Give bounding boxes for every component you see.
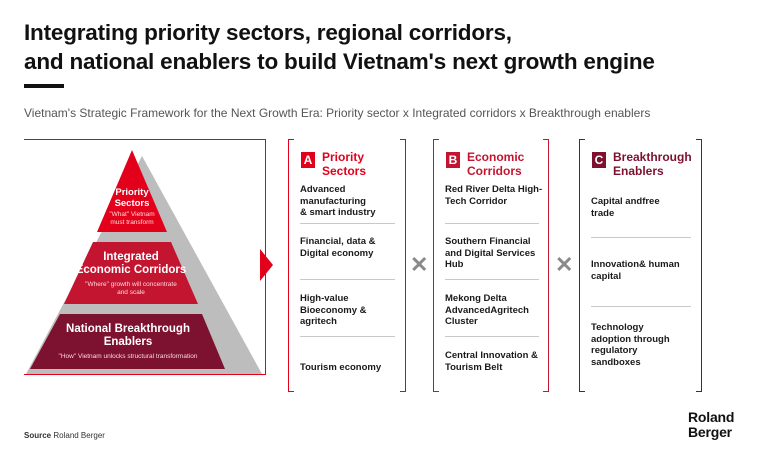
pyramid-top-note-2: must transform [110,219,154,226]
pyramid-top-title-2: Sectors [114,198,150,209]
pyramid-middle-label: Integrated Economic Corridors "Where" gr… [66,251,196,297]
pyramid-top-title-1: Priority [115,187,149,198]
column-economic-corridors: B Economic Corridors Red River Delta Hig… [433,139,549,392]
pyramid-top-note-1: "What" Vietnam [109,211,155,218]
badge-c: C [592,152,606,168]
column-c-heading-2: Enablers [613,163,664,178]
divider [445,279,539,280]
column-b-heading-2: Corridors [467,163,522,178]
pyramid-arrow [260,249,273,281]
pyramid-top-label: Priority Sectors "What" Vietnam must tra… [100,187,164,227]
title-line-2: and national enablers to build Vietnam's… [24,49,655,74]
list-item: Central Innovation &Tourism Belt [445,350,538,373]
pyramid-middle-title-2: Economic Corridors [75,264,187,276]
roland-berger-logo: Roland Berger [688,409,735,440]
divider [591,237,691,238]
pyramid-bottom-label: National Breakthrough Enablers "How" Vie… [32,323,224,361]
pyramid-bottom-title-1: National Breakthrough [66,323,190,335]
source-note: Source Roland Berger [24,431,105,440]
pyramid-tier-middle [64,242,198,304]
list-item: Red River Delta High-Tech Corridor [445,184,543,207]
subtitle: Vietnam's Strategic Framework for the Ne… [24,106,651,120]
title-line-1: Integrating priority sectors, regional c… [24,20,512,45]
divider [445,336,539,337]
badge-b: B [446,152,460,168]
divider [300,223,395,224]
title-rule [24,84,64,88]
times-icon: ✕ [555,252,574,277]
pyramid-middle-note-1: "Where" growth will concentrate [85,281,177,288]
column-b-heading-1: Economic [467,150,525,164]
column-c-heading-1: Breakthrough [613,150,692,164]
divider [300,336,395,337]
source-label: Source [24,431,52,440]
column-a-heading-2: Sectors [322,163,367,178]
divider [300,279,395,280]
pyramid-middle-title-1: Integrated [103,251,159,263]
list-item: Tourism economy [300,362,382,373]
source-text: Roland Berger [53,431,105,440]
divider [445,223,539,224]
column-a-heading-1: Priority [322,150,365,164]
list-item: Financial, data &Digital economy [300,236,376,259]
pyramid-tier-top [97,150,167,232]
pyramid-middle-note-2: and scale [117,289,145,296]
divider [591,306,691,307]
page-title: Integrating priority sectors, regional c… [24,18,744,76]
times-icon: ✕ [410,252,429,277]
pyramid-bottom-note-1: "How" Vietnam unlocks structural transfo… [58,353,198,360]
pyramid-tier-bottom [30,314,225,369]
badge-a: A [301,152,315,168]
pyramid-bottom-title-2: Enablers [103,336,153,348]
